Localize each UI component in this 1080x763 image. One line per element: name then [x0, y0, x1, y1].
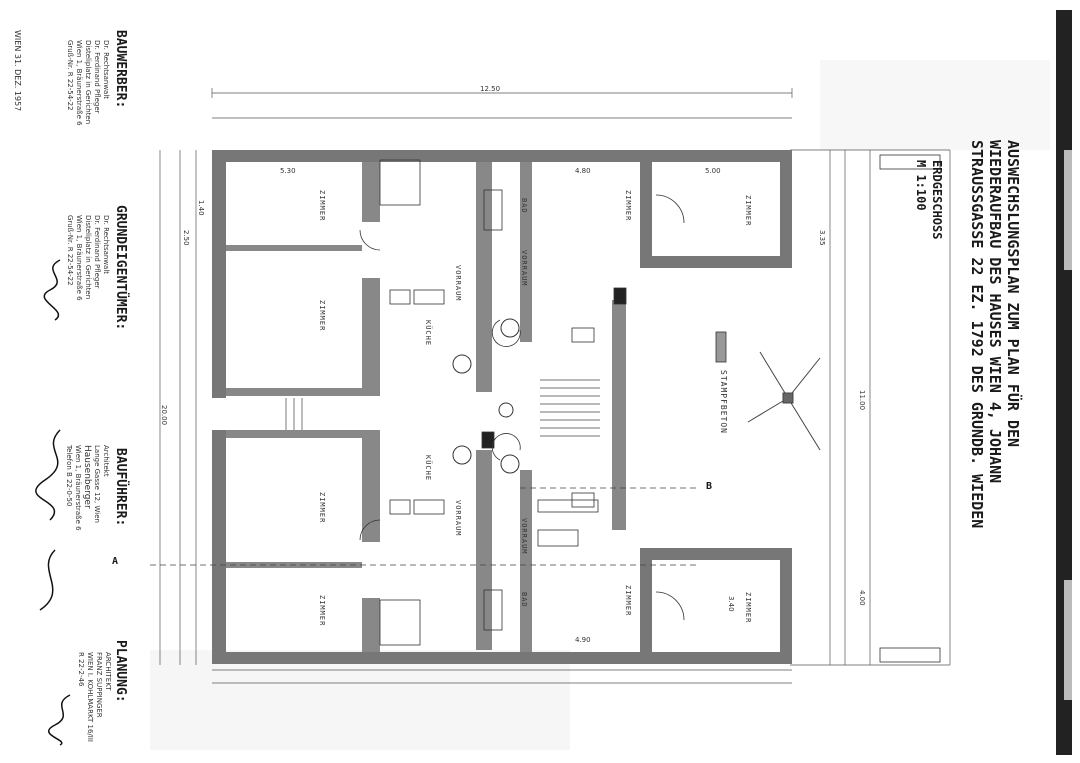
planung-signature: [47, 694, 71, 746]
bauwerber-heading: BAUWERBER:: [113, 30, 128, 109]
bauwerber-stamp-4: Wien 1, Bräunerstraße 6: [75, 40, 83, 126]
grund-stamp-2: Dr. Ferdinand Pfleger: [93, 215, 101, 289]
door-swings: [359, 194, 685, 621]
title-line-2: WIEDERAUFBAU DES HAUSES WIEN 4, JOHANN: [986, 140, 1004, 484]
room-label: VORRAUM: [520, 250, 528, 287]
room-label: VORRAUM: [454, 500, 462, 537]
dim-label: 4.80: [575, 167, 591, 175]
grund-stamp-1: Dr. Rechtsanwalt: [102, 215, 110, 275]
planung-stamp-3: WIEN I. KOHLMARKT 16/III: [86, 652, 94, 742]
courtyard-marking: [747, 351, 821, 451]
courtyard-label: STAMPFBETON: [719, 370, 728, 434]
baufuehrer-heading: BAUFÜHRER:: [113, 448, 128, 527]
staircase: [285, 379, 600, 437]
grundeigentuemer-heading: GRUNDEIGENTÜMER:: [113, 205, 128, 331]
room-label: BAD: [520, 592, 528, 608]
room-label: ZIMMER: [318, 595, 326, 627]
signatures: [35, 259, 61, 611]
dim-label: 1.40: [197, 200, 205, 216]
room-label: ZIMMER: [318, 300, 326, 332]
section-lines: [150, 487, 700, 566]
room-label: VORRAUM: [454, 265, 462, 302]
dim-label: 4.00: [858, 590, 866, 606]
column-markers: [452, 318, 520, 474]
dim-label: 5.00: [705, 167, 721, 175]
dim-total-width: 12.50: [480, 85, 501, 93]
grund-stamp-3: Disteliplatz in Gerichten: [84, 215, 92, 300]
exterior-walls: [212, 150, 792, 664]
room-label: ZIMMER: [624, 190, 632, 222]
room-label: ZIMMER: [318, 190, 326, 222]
room-label: ZIMMER: [624, 585, 632, 617]
planung-heading: PLANUNG:: [113, 640, 128, 703]
room-label: KÜCHE: [424, 320, 432, 347]
bauwerber-stamp-3: Disteliplatz in Gerichten: [84, 40, 92, 125]
section-marker-b: B: [706, 481, 713, 492]
bauwerber-stamp-2: Dr. Ferdinand Pfleger: [93, 40, 101, 114]
dim-label: 3.40: [727, 596, 735, 612]
room-label: KÜCHE: [424, 455, 432, 482]
section-marker-a: A: [112, 556, 119, 567]
bauwerber-stamp-1: Dr. Rechtsanwalt: [102, 40, 110, 100]
baufuehrer-stamp-2: Lange Gasse 12, Wien: [93, 445, 101, 523]
room-label: ZIMMER: [318, 492, 326, 524]
scale-label: M 1:100: [914, 160, 928, 211]
room-label: VORRAUM: [520, 518, 528, 555]
dimension-lines: [159, 88, 951, 684]
dim-label: 11.00: [858, 390, 866, 411]
dim-label: 2.50: [182, 230, 190, 246]
title-line-3: STRAUSSGASSE 22 EZ. 1792 DES GRUNDB. WIE…: [968, 140, 986, 529]
dim-label: 3.35: [818, 230, 826, 246]
fixtures: [379, 154, 941, 663]
date-note: WIEN 31. DEZ. 1957: [13, 30, 22, 112]
dim-total-depth: 20.00: [160, 405, 168, 426]
room-label: BAD: [520, 198, 528, 214]
floor-label: ERDGESCHOSS: [930, 160, 944, 240]
planung-stamp-1: ARCHITEKT: [104, 652, 112, 691]
planung-stamp-2: FRANZ SUPPINGER: [95, 652, 103, 718]
bauwerber-stamp-5: Gruß-Nr. R 22-54-22: [66, 40, 74, 111]
baufuehrer-stamp-1: Architekt: [102, 445, 110, 477]
dim-label: 5.30: [280, 167, 296, 175]
title-line-1: AUSWECHSLUNGSPLAN ZUM PLAN FÜR DEN: [1004, 140, 1022, 448]
room-label: ZIMMER: [744, 592, 752, 624]
room-label: ZIMMER: [744, 195, 752, 227]
baufuehrer-stamp-3: Hausenberger: [82, 445, 92, 509]
dim-label: 4.90: [575, 636, 591, 644]
